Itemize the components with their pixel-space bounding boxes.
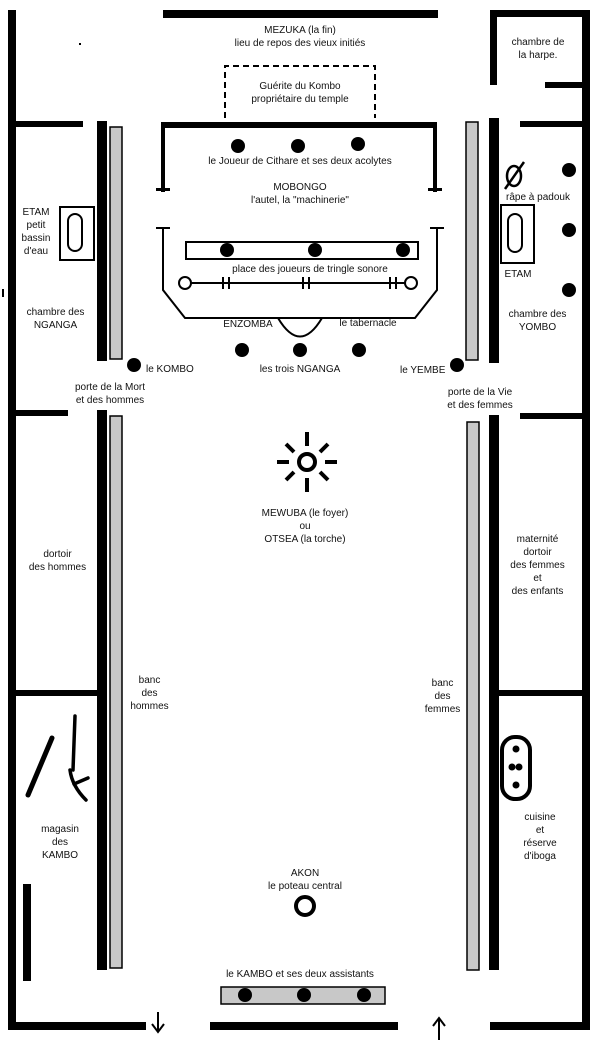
mobongo-enclosure xyxy=(156,227,444,319)
label-mezuka: MEZUKA (la fin)lieu de repos des vieux i… xyxy=(234,25,366,49)
tringle-bar xyxy=(185,241,419,260)
left-top-wall-stub xyxy=(8,10,16,1030)
right-wall xyxy=(582,10,590,1030)
small-mark xyxy=(79,43,81,45)
nganga xyxy=(352,343,366,357)
kombo-figure xyxy=(127,358,141,372)
cithare-acolyte xyxy=(351,137,365,151)
tringle-player xyxy=(396,243,410,257)
yombo xyxy=(562,283,576,297)
tabernacle-arc xyxy=(277,317,323,338)
small-mark xyxy=(2,289,4,297)
left-room-walls xyxy=(8,121,107,970)
top-wall xyxy=(163,10,438,18)
label-kambo-assistants: le KAMBO et ses deux assistants xyxy=(226,969,374,980)
yembe-figure xyxy=(450,358,464,372)
central-post-icon xyxy=(294,895,316,917)
cithare-acolyte xyxy=(291,139,305,153)
label-tringle: place des joueurs de tringle sonore xyxy=(232,264,388,275)
bottom-wall-left xyxy=(8,1022,146,1030)
label-trois-nganga: les trois NGANGA xyxy=(259,364,341,375)
cithare-player xyxy=(231,139,245,153)
up-arrow-icon xyxy=(432,1016,446,1040)
guerite-box xyxy=(224,65,376,118)
label-yembe: le YEMBE xyxy=(400,365,446,376)
label-kombo: le KOMBO xyxy=(146,364,194,375)
harp-room-walls xyxy=(490,10,590,88)
right-room-walls xyxy=(489,118,590,970)
outer-walls xyxy=(8,10,590,1030)
tringle-player xyxy=(308,243,322,257)
figures xyxy=(127,137,576,372)
bench-upper-right xyxy=(465,121,479,361)
tringle-player xyxy=(220,243,234,257)
bottom-wall-center xyxy=(210,1022,398,1030)
fire-icon xyxy=(277,432,337,492)
kambo-figures xyxy=(238,988,371,1002)
label-rape: râpe à padouk xyxy=(506,192,570,203)
bench-women xyxy=(466,421,480,971)
sounding-rod xyxy=(178,276,418,290)
label-tabernacle: le tabernacle xyxy=(339,318,397,329)
kambo-tools-icon xyxy=(23,714,90,981)
bottom-wall-right xyxy=(490,1022,590,1030)
basin-icon xyxy=(59,206,95,261)
cithare-area xyxy=(156,122,442,192)
yombo xyxy=(562,163,576,177)
bench-upper-left xyxy=(109,126,123,360)
nganga xyxy=(293,343,307,357)
down-arrow-icon xyxy=(151,1012,165,1034)
right-top-wall-stub xyxy=(490,10,590,17)
yombo xyxy=(562,223,576,237)
padouk-grater-icon xyxy=(503,161,526,190)
label-cithare: le Joueur de Cithare et ses deux acolyte… xyxy=(208,156,392,167)
nganga xyxy=(235,343,249,357)
benches xyxy=(109,121,480,971)
bench-men xyxy=(109,415,123,969)
label-etam-right: ETAM xyxy=(504,269,532,280)
right-basin-icon xyxy=(500,204,535,264)
cooking-pot-icon xyxy=(500,735,532,801)
label-enzomba: ENZOMBA xyxy=(223,319,273,330)
